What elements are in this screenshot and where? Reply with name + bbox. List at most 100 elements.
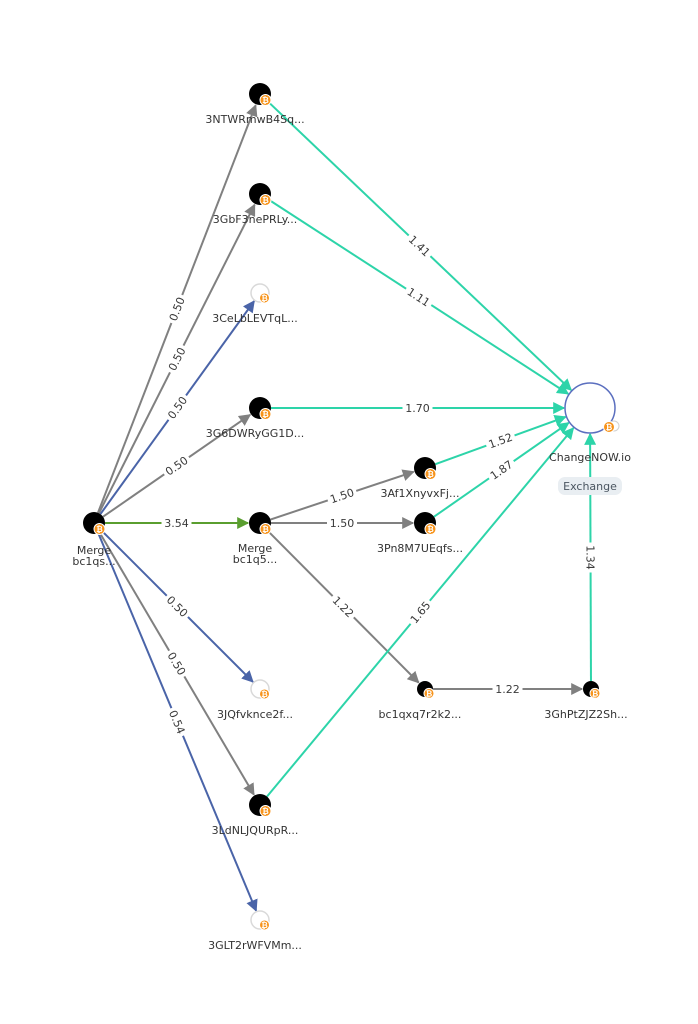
node-n3GbF[interactable]: ₿ 3GbF3nePRLy... (213, 183, 297, 226)
edge-value-label: 1.50 (325, 483, 359, 508)
edge-value-label: 1.52 (483, 427, 518, 454)
edge-label-bg (404, 595, 436, 629)
node-n3CeL[interactable]: ₿ 3CeLbLEVTqL... (212, 283, 298, 325)
svg-text:₿: ₿ (606, 423, 613, 432)
svg-text:₿: ₿ (261, 690, 268, 699)
exchange-node-circle[interactable] (564, 382, 616, 434)
node-label: 3GLT2rWFVMm... (208, 939, 302, 952)
edge-src-n3GLT[interactable]: 0.54 (97, 532, 258, 912)
edge-value-label: 1.87 (484, 454, 519, 485)
node-label: 3NTWRmwB4Sq... (205, 113, 304, 126)
node-n3GhP[interactable]: ₿ 3GhPtZJZ2Sh... (544, 681, 628, 721)
edge-value-label: 1.65 (404, 595, 436, 629)
svg-text:₿: ₿ (96, 525, 103, 534)
bitcoin-icon: ₿ (424, 468, 437, 481)
node-label: 3GbF3nePRLy... (213, 213, 297, 226)
edge-value: 1.34 (583, 545, 596, 570)
node-label: 3CeLbLEVTqL... (212, 312, 297, 325)
edge-n3GbF-changenow[interactable]: 1.11 (268, 199, 570, 395)
edge-bc1qxq-n3GhP[interactable]: 1.22 (433, 681, 584, 697)
edge-src-n3G6D[interactable]: 0.50 (102, 414, 252, 518)
bitcoin-icon: ₿ (259, 688, 270, 700)
svg-text:₿: ₿ (427, 525, 434, 534)
node-n3Pn8[interactable]: ₿3Pn8M7UEqfs... (377, 512, 463, 555)
edge-value: 1.70 (405, 402, 430, 415)
node-label: 3G6DWRyGG1D... (206, 427, 304, 440)
edge-value: 3.54 (164, 517, 189, 530)
node-label: bc1q5... (233, 553, 278, 566)
edges-layer: 0.500.500.500.503.540.500.500.541.411.11… (97, 100, 599, 912)
svg-text:₿: ₿ (592, 689, 599, 698)
edge-label-bg (161, 590, 194, 623)
edge-n3NTW-changenow[interactable]: 1.41 (267, 100, 573, 391)
edge-label-bg (403, 229, 436, 262)
exchange-badge: Exchange (558, 477, 622, 495)
node-merge2[interactable]: ₿ Mergebc1q5... (233, 512, 278, 566)
edge-n3LdN-changenow[interactable]: 1.65 (266, 427, 575, 798)
edge-value-label: 1.34 (582, 542, 599, 573)
node-src[interactable]: ₿ Mergebc1qs... (72, 512, 116, 568)
node-n3LdN[interactable]: ₿3LdNLJQURpR... (212, 794, 299, 837)
node-label: 3Af1XnyvxFj... (381, 487, 460, 500)
node-label: 3JQfvknce2f... (217, 708, 293, 721)
edge-label-bg (163, 292, 190, 326)
edge-label-bg (327, 515, 357, 531)
node-n3GLT[interactable]: ₿ 3GLT2rWFVMm... (208, 910, 302, 952)
edge-label-bg (164, 705, 191, 739)
node-label: bc1qxq7r2k2... (379, 708, 462, 721)
edge-label-bg (483, 427, 518, 454)
svg-text:₿: ₿ (426, 689, 433, 698)
node-label: Merge (77, 544, 112, 557)
bitcoin-icon: ₿ (259, 194, 272, 207)
bitcoin-icon: ₿ (423, 687, 435, 699)
node-label: 3LdNLJQURpR... (212, 824, 299, 837)
edge-src-n3GbF[interactable]: 0.50 (98, 203, 256, 514)
svg-text:₿: ₿ (261, 921, 268, 930)
edge-value-label: 1.11 (401, 282, 436, 312)
edge-label-bg (162, 390, 193, 425)
bitcoin-icon: ₿ (259, 408, 272, 421)
edge-label-bg (162, 341, 191, 376)
edge-value: 1.50 (330, 517, 355, 530)
edge-label-bg (159, 450, 194, 481)
node-n3Af1[interactable]: ₿ 3Af1XnyvxFj... (381, 457, 460, 500)
edge-merge2-n3Pn8[interactable]: 1.50 (271, 515, 415, 531)
svg-text:₿: ₿ (262, 196, 269, 205)
node-label: 3GhPtZJZ2Sh... (544, 708, 627, 721)
node-label: Merge (238, 542, 273, 555)
edge-src-merge2[interactable]: 3.54 (105, 515, 250, 531)
edge-label-bg (162, 646, 192, 681)
node-bc1qxq[interactable]: ₿ bc1qxq7r2k2... (379, 681, 462, 721)
edge-value-label: 0.50 (162, 390, 193, 425)
edge-src-n3CeL[interactable]: 0.50 (99, 300, 255, 515)
edge-label-bg (402, 400, 433, 416)
edge-value-label: 3.54 (161, 515, 192, 531)
node-n3JQf[interactable]: ₿ 3JQfvknce2f... (217, 679, 293, 721)
edge-value-label: 1.22 (492, 681, 523, 697)
exchange-badge-label: Exchange (563, 480, 617, 493)
bitcoin-icon: ₿ (259, 94, 272, 107)
edge-n3Af1-changenow[interactable]: 1.52 (434, 414, 567, 466)
svg-text:₿: ₿ (261, 294, 268, 303)
edge-src-n3NTW[interactable]: 0.50 (97, 104, 258, 514)
edge-label-bg (484, 454, 519, 485)
edge-n3GhP-changenow[interactable]: 1.34 (582, 432, 599, 682)
edge-label-bg (326, 590, 360, 623)
node-label: bc1qs... (72, 555, 115, 568)
node-n3NTW[interactable]: ₿ 3NTWRmwB4Sq... (205, 83, 305, 126)
edge-value: 1.22 (495, 683, 520, 696)
edge-merge2-n3Af1[interactable]: 1.50 (270, 469, 415, 521)
edge-n3G6D-changenow[interactable]: 1.70 (271, 400, 566, 416)
bitcoin-icon: ₿ (259, 523, 272, 536)
node-n3G6D[interactable]: ₿ 3G6DWRyGG1D... (206, 397, 304, 440)
edge-label-bg (492, 681, 523, 697)
edge-value-label: 0.50 (162, 646, 192, 681)
edge-label-bg (325, 483, 359, 508)
bitcoin-icon: ₿ (424, 523, 437, 536)
bitcoin-icon: ₿ (259, 919, 270, 931)
edge-value-label: 0.50 (159, 450, 194, 481)
edge-src-n3LdN[interactable]: 0.50 (98, 531, 255, 796)
edge-value-label: 1.70 (402, 400, 433, 416)
